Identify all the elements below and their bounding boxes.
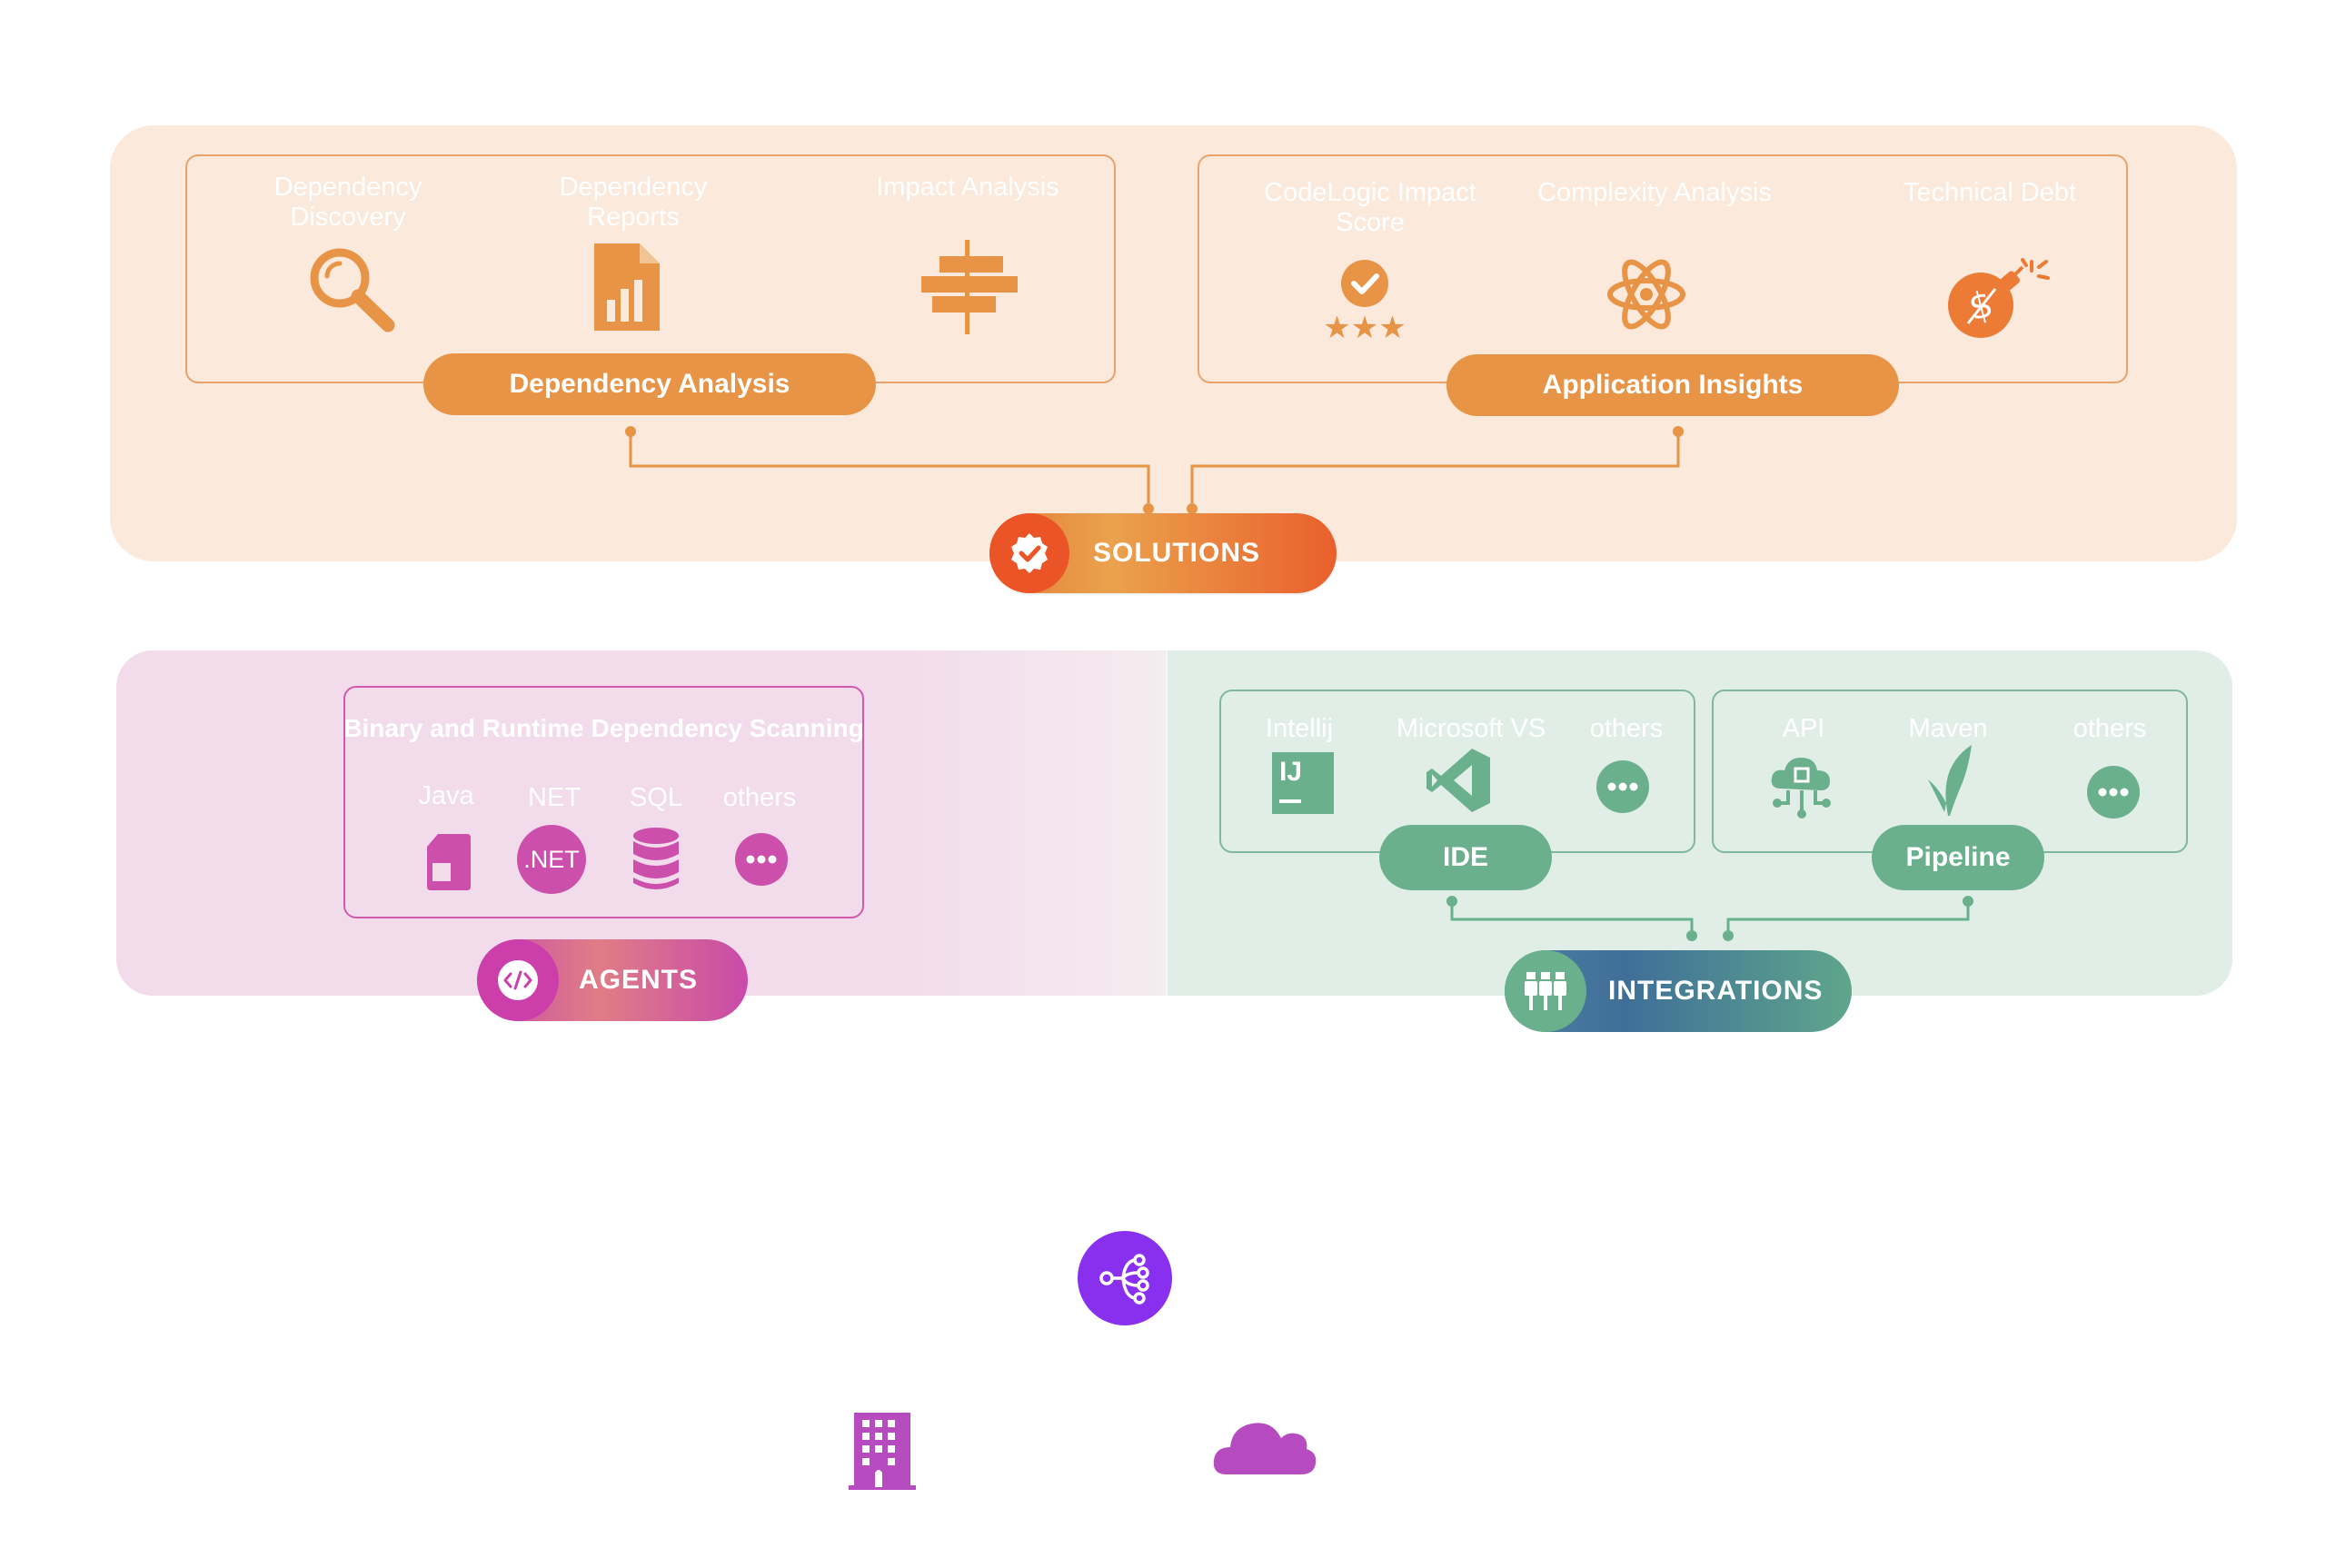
verified-badge-icon	[1011, 533, 1048, 573]
plugs-icon	[1525, 972, 1566, 1010]
report-chart-icon	[594, 243, 660, 331]
code-icon	[498, 960, 538, 1000]
magnifier-icon	[310, 248, 395, 332]
ide-others-label: others	[1589, 714, 1664, 743]
impact-analysis-label: Impact Analysis	[876, 173, 1059, 202]
intellij-icon-underline	[1279, 799, 1301, 803]
building-icon	[849, 1413, 916, 1490]
agent-scanning-group	[343, 686, 864, 918]
integrations-badge[interactable]: INTEGRATIONS	[1505, 950, 1852, 1032]
dotnet-icon: .NET	[517, 825, 586, 894]
dependency-reports-label: Dependency Reports	[559, 173, 708, 232]
technical-debt-label: Technical Debt	[1903, 178, 2077, 207]
ide-msvs-label: Microsoft VS	[1396, 714, 1546, 743]
signpost-icon	[921, 240, 1018, 334]
atom-icon	[1607, 259, 1685, 330]
more-icon	[2087, 766, 2140, 819]
maven-feather-icon	[1928, 745, 1972, 816]
agents-badge-label: AGENTS	[579, 965, 699, 995]
impact-score-label: CodeLogic Impact Score	[1264, 178, 1476, 237]
panel-divider	[1166, 650, 1168, 996]
check-stars-icon: ★★★	[1323, 260, 1407, 342]
solutions-badge-label: SOLUTIONS	[1093, 538, 1261, 568]
intellij-icon: IJ	[1272, 752, 1334, 814]
java-file-icon	[427, 834, 471, 890]
intellij-icon-text: IJ	[1279, 757, 1303, 787]
integrations-panel	[1166, 650, 2232, 996]
svg-text:★★★: ★★★	[1323, 310, 1406, 342]
solutions-panel	[110, 125, 2237, 561]
agent-java-label: Java	[418, 781, 474, 810]
ide-pill: IDE	[1379, 825, 1552, 890]
graph-tree-icon	[1099, 1254, 1149, 1305]
agent-sql-label: SQL	[629, 783, 683, 812]
dependency-analysis-pill: Dependency Analysis	[423, 353, 876, 415]
application-insights-pill: Application Insights	[1446, 354, 1899, 416]
agent-net-label: NET	[528, 783, 581, 812]
more-icon	[735, 833, 788, 886]
visual-studio-icon	[1426, 749, 1490, 812]
pipeline-api-label: API	[1782, 714, 1825, 743]
cloud-icon	[1213, 1423, 1317, 1474]
ide-intellij-label: Intellij	[1265, 714, 1334, 743]
pipeline-maven-label: Maven	[1908, 714, 1988, 743]
agent-others-label: others	[722, 783, 797, 812]
complexity-analysis-label: Complexity Analysis	[1537, 178, 1772, 207]
agents-panel	[116, 650, 1166, 996]
pipeline-pill: Pipeline	[1872, 825, 2044, 890]
dollar-bomb-icon: $	[1948, 258, 2050, 338]
agents-badge[interactable]: AGENTS	[477, 939, 748, 1021]
cloud-api-icon	[1771, 758, 1831, 819]
integrations-badge-label: INTEGRATIONS	[1608, 976, 1824, 1006]
pipeline-others-label: others	[2073, 714, 2147, 743]
graph-hub-node[interactable]	[1078, 1231, 1172, 1325]
agent-group-title: Binary and Runtime Dependency Scanning	[343, 714, 864, 742]
database-icon	[633, 828, 679, 889]
dependency-discovery-label: Dependency Discovery	[273, 173, 422, 232]
solutions-badge[interactable]: SOLUTIONS	[989, 513, 1337, 593]
more-icon	[1596, 760, 1649, 813]
